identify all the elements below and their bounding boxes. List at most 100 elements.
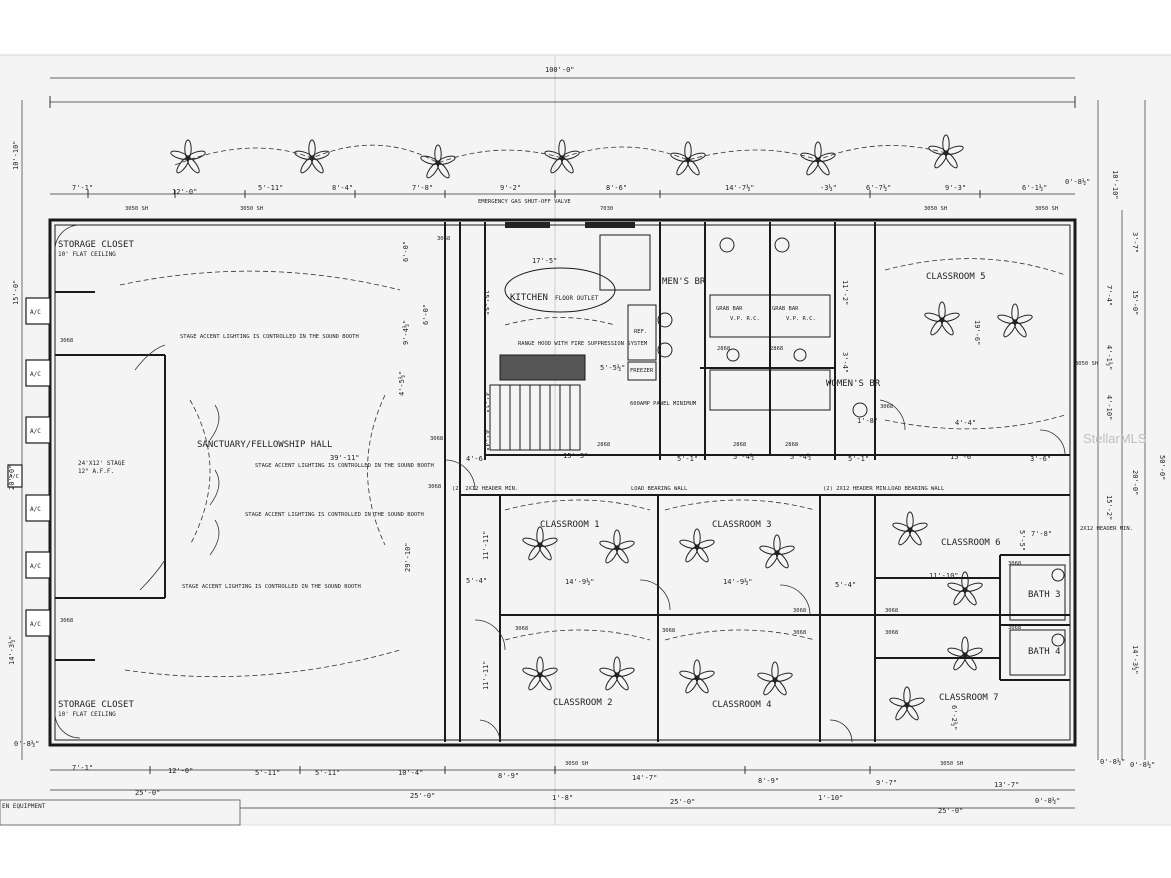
room-label-classroom6: CLASSROOM 6: [941, 538, 1001, 548]
dim-top-6: 9'-2": [500, 184, 521, 192]
dim-int-11: 5'-5": [1018, 530, 1026, 551]
dim-top-8: 14'-7½": [725, 184, 755, 192]
window-tag-5: 3050 SH: [565, 761, 588, 767]
door-tag-4: 3068: [428, 484, 441, 490]
dim-top-12: 6'-1½": [1022, 184, 1047, 192]
dim-int-13: 15'-3": [563, 452, 588, 460]
dim-right-6: 4'-10": [1105, 395, 1113, 420]
room-note-storage-top: 10' FLAT CEILING: [58, 251, 116, 258]
legend-label: EN EQUIPMENT: [2, 803, 46, 810]
dim-int-17: 5'-1": [848, 455, 869, 463]
dim-right-7: 50'-0": [1158, 455, 1166, 480]
stage-note-1: STAGE ACCENT LIGHTING IS CONTROLLED IN T…: [180, 334, 359, 340]
stage-note: 12" A.F.F.: [78, 468, 114, 475]
dim-int-2: 29'-10": [404, 542, 412, 572]
dim-left-2: 15'-0": [12, 280, 20, 305]
dim-int-23: 3'-4": [841, 352, 849, 373]
dim-int-29: 6'-4": [482, 430, 490, 451]
room-label-classroom5: CLASSROOM 5: [926, 272, 986, 282]
dim-int-5: 5'-4": [466, 577, 487, 585]
dim-bottom-9: 9'-7": [876, 779, 897, 787]
door-tag-7: 3068: [793, 608, 806, 614]
dim-bottom-3: 5'-11": [255, 769, 280, 777]
door-tag-11: 3068: [1008, 561, 1021, 567]
panel-label: 600AMP PANEL MINIMUM: [630, 401, 697, 407]
door-tag-17: 2868: [597, 442, 610, 448]
watermark-logo: StellarMLS: [1083, 431, 1147, 446]
door-tag-12: 3068: [1008, 625, 1021, 631]
dim-top-3: 5'-11": [258, 184, 283, 192]
dim-left-3: 20'-0": [8, 465, 16, 490]
dim-bottom-row2-4: 25'-0": [670, 798, 695, 806]
dim-int-26: 15'-5": [482, 290, 490, 315]
range-hood-label: RANGE HOOD WITH FIRE SUPPRESSION SYSTEM: [518, 341, 648, 347]
dim-right-9: 15'-2": [1105, 495, 1113, 520]
dim-bottom-row2-2: 25'-0": [410, 792, 435, 800]
room-label-kitchen: KITCHEN: [510, 293, 548, 303]
ac-label-4: A/C: [30, 506, 41, 513]
dim-int-24: 1'-8": [857, 417, 878, 425]
dim-right-2: 3'-7": [1131, 232, 1139, 253]
window-tag-7: 3050 SH: [1075, 361, 1098, 367]
door-tag-15: 2868: [717, 346, 730, 352]
dim-int-19: 3'-6": [1030, 455, 1051, 463]
dim-int-25: 17'-5": [532, 257, 557, 265]
door-tag-9: 3068: [885, 608, 898, 614]
dim-int-6: 14'-9½": [565, 578, 595, 586]
dim-int-8: 5'-4": [835, 581, 856, 589]
room-label-storage-top: STORAGE CLOSET: [58, 240, 134, 250]
room-label-classroom7: CLASSROOM 7: [939, 693, 999, 703]
dim-left-1: 10'-10": [12, 140, 20, 170]
dim-bottom-row2-3: 1'-8": [552, 794, 573, 802]
ac-label-6: A/C: [30, 621, 41, 628]
door-tag-2: 3068: [60, 618, 73, 624]
dim-int-21: 4'-4": [955, 419, 976, 427]
ac-label-1: A/C: [30, 309, 41, 316]
dim-int-14: 5'-1": [677, 455, 698, 463]
dim-int-33: 6'-0": [422, 304, 430, 325]
dim-right-1: 10'-10": [1111, 170, 1119, 200]
room-label-storage-bottom: STORAGE CLOSET: [58, 700, 134, 710]
vpr-label-2: V.P. R.C.: [786, 316, 816, 322]
header-label-3: 2X12 HEADER MIN.: [1080, 526, 1133, 532]
room-label-bath3: BATH 3: [1028, 590, 1061, 600]
door-tag-1: 3068: [60, 338, 73, 344]
dim-bottom-6: 8'-9": [498, 772, 519, 780]
window-tag-3: 3050 SH: [924, 206, 947, 212]
door-tag-13: 3068: [437, 236, 450, 242]
dim-int-20: 19'-6": [973, 320, 981, 345]
dim-bottom-row2-6: 25'-0": [938, 807, 963, 815]
header-label-1: (2) 2X12 HEADER MIN.: [452, 486, 518, 492]
dim-top-5: 7'-8": [412, 184, 433, 192]
dim-int-28: 4'-1": [482, 392, 490, 413]
grab-bar-label-1: GRAB BAR: [716, 306, 743, 312]
window-tag-4: 3050 SH: [1035, 206, 1058, 212]
dim-top-7: 8'-6": [606, 184, 627, 192]
stage-note-2: STAGE ACCENT LIGHTING IS CONTROLLED IN T…: [255, 463, 434, 469]
dim-bottom-row2-1: 25'-0": [135, 789, 160, 797]
door-tag-3: 3068: [430, 436, 443, 442]
door-tag-16: 2868: [770, 346, 783, 352]
dim-right-4: 15'-0": [1131, 290, 1139, 315]
room-label-classroom2: CLASSROOM 2: [553, 698, 613, 708]
dim-right-3: 7'-4": [1105, 285, 1113, 306]
dim-top-13: 0'-8½": [1065, 178, 1090, 186]
ac-label-2: A/C: [30, 371, 41, 378]
window-tag-8: 7030: [600, 206, 613, 212]
dim-int-18: 15'-6": [950, 453, 975, 461]
dim-right-11: 0'-8½": [1130, 761, 1155, 769]
window-tag-1: 3050 SH: [125, 206, 148, 212]
header-label-2: (2) 2X12 HEADER MIN.: [823, 486, 889, 492]
window-tag-6: 3050 SH: [940, 761, 963, 767]
stage-note-3: STAGE ACCENT LIGHTING IS CONTROLLED IN T…: [245, 512, 424, 518]
dim-int-27: 5'-5½": [600, 364, 625, 372]
dim-int-34: 6'-0": [402, 241, 410, 262]
room-label-classroom4: CLASSROOM 4: [712, 700, 772, 710]
freezer-label: FREEZER: [630, 368, 654, 374]
stage-note-4: STAGE ACCENT LIGHTING IS CONTROLLED IN T…: [182, 584, 361, 590]
room-note-storage-bottom: 10' FLAT CEILING: [58, 711, 116, 718]
dim-int-10: 7'-8": [1031, 530, 1052, 538]
dim-left-4: 14'-3½": [8, 635, 16, 665]
grab-bar-label-2: GRAB BAR: [772, 306, 799, 312]
dim-left-5: 0'-8½": [14, 740, 39, 748]
